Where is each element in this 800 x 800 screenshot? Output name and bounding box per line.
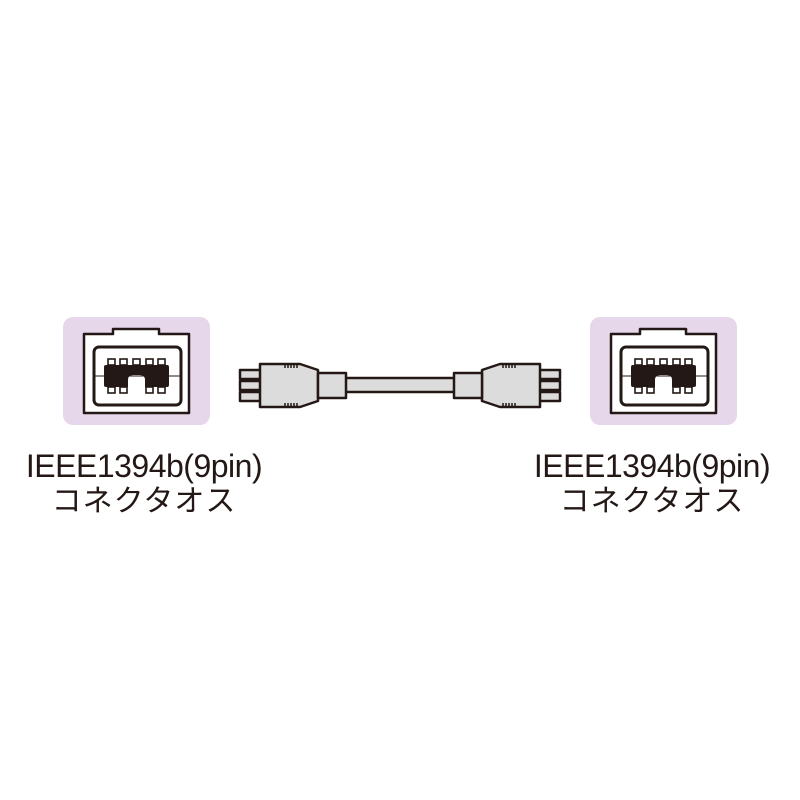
firewire-cable-icon [238,362,562,409]
left-connector-type: IEEE1394b(9pin) [25,448,263,484]
right-connector-gender: コネクタオス [559,485,745,518]
left-connector-gender: コネクタオス [51,485,237,518]
left-port-panel [63,317,210,425]
right-port-panel [590,317,737,425]
right-connector-label: IEEE1394b(9pin) コネクタオス [502,449,800,519]
ieee1394b-9pin-port-icon [82,327,191,415]
ieee1394b-9pin-port-icon [609,327,718,415]
right-connector-type: IEEE1394b(9pin) [533,448,771,484]
left-connector-label: IEEE1394b(9pin) コネクタオス [0,449,294,519]
